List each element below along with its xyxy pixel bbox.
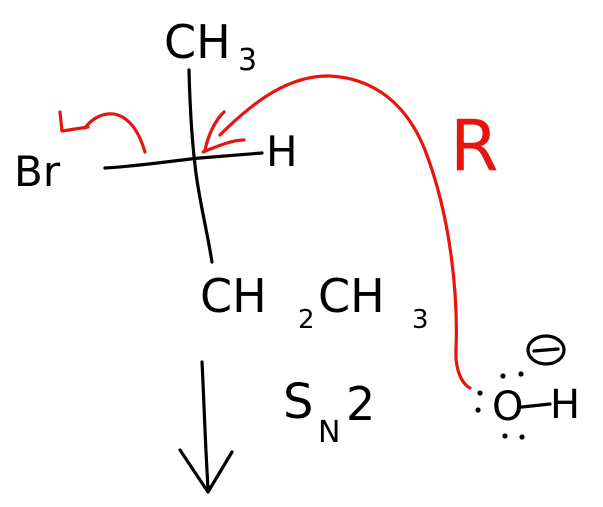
negative-charge-minus [532,347,560,353]
reaction-arrow-shaft [200,360,210,490]
lone-pair-dot [502,433,508,439]
lone-pair-dot [518,371,524,377]
ethyl-sub-3: 3 [412,305,429,335]
top-group-subscript: 3 [238,43,257,78]
reaction-arrow-head [178,448,234,494]
mechanism-2-label: 2 [346,377,375,431]
negative-charge-circle [526,334,566,366]
lone-pair-dot [500,373,506,379]
ethyl-ch2-label: CH [200,269,267,323]
lone-pair-dot [477,390,483,396]
leaving-group-label: Br [14,147,61,196]
hydroxide-nucleophile: O H [475,334,580,440]
mechanism-s-label: S [283,374,313,430]
horizontal-bond [103,151,264,170]
oxygen-label: O [492,384,523,430]
vertical-bond [187,68,214,264]
lone-pair-dot [475,407,481,413]
top-group-label: CH [164,15,231,69]
hydrogen-label: H [266,127,298,176]
nucleophilic-attack-arrow [218,74,472,390]
ethyl-ch3-label: CH [318,269,385,323]
lone-pair-dot [519,434,525,440]
hydroxide-h-label: H [550,382,580,428]
leaving-group-arrowhead [58,110,90,133]
configuration-r-label: R [450,105,499,187]
leaving-group-curved-arrow [83,112,147,154]
mechanism-n-subscript: N [318,415,340,450]
nucleophilic-attack-arrowhead [201,110,246,154]
ethyl-sub-2: 2 [298,305,315,335]
o-h-bond [520,402,552,409]
